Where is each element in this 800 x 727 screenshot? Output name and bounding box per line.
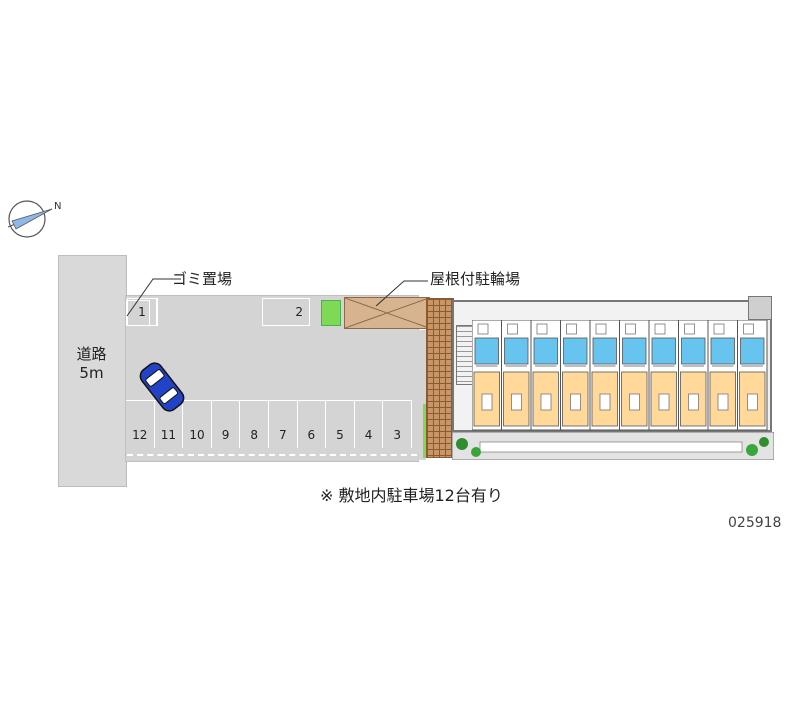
parking-note: ※ 敷地内駐車場12台有り [320, 486, 503, 505]
apartment-unit [648, 320, 679, 431]
leader-line [126, 278, 181, 317]
parking-lot-strip [416, 330, 426, 460]
apartment-unit [737, 320, 768, 431]
apartment-unit [472, 320, 502, 431]
slot-number: 11 [160, 428, 177, 442]
compass-icon: N [7, 200, 61, 238]
parking-slot: 9 [211, 400, 241, 448]
apartment-unit [560, 320, 591, 431]
apartment-unit [589, 320, 620, 431]
garbage-label: ゴミ置場 [172, 270, 233, 288]
apartment-unit [678, 320, 709, 431]
apartment-unit [707, 320, 738, 431]
slot-number: 9 [221, 428, 230, 442]
slot-number: 3 [393, 428, 401, 442]
slot-number: 5 [336, 428, 344, 442]
parking-slot: 6 [297, 400, 327, 448]
planting-box [321, 300, 341, 326]
planting-strip [452, 432, 774, 460]
road [58, 255, 127, 487]
slot-number: 1 [138, 305, 146, 319]
car-icon [139, 362, 185, 412]
road-label: 道路 5m [60, 345, 123, 383]
parking-slot-2: 2 [262, 298, 310, 326]
slot-number: 2 [295, 305, 303, 319]
bike-shelter-label: 屋根付駐輪場 [430, 270, 521, 288]
property-code: 025918 [728, 515, 782, 531]
parking-slot: 5 [326, 400, 355, 448]
apartment-unit [619, 320, 650, 431]
parking-slot: 7 [268, 400, 298, 448]
parking-slot: 4 [354, 400, 384, 448]
slot-number: 6 [307, 428, 316, 442]
slot-number: 8 [250, 428, 258, 442]
slot-dash-line [127, 454, 417, 456]
parking-slot: 3 [383, 400, 412, 448]
compass-letter: N [54, 201, 61, 212]
road-width: 5m [79, 364, 104, 382]
building-corner [748, 296, 772, 320]
parking-slot-row: 12 11 10 9 8 7 6 5 4 3 [126, 400, 412, 448]
brick-paving [426, 298, 454, 458]
green-border [423, 404, 426, 458]
slot-number: 10 [189, 428, 205, 442]
road-name: 道路 [76, 345, 107, 363]
slot-number: 7 [278, 428, 287, 442]
apartment-units [472, 320, 768, 431]
parking-slot: 10 [183, 400, 212, 448]
slot-number: 12 [132, 428, 148, 442]
slot-divider [157, 298, 158, 326]
parking-slot: 8 [240, 400, 269, 448]
leader-line [375, 280, 428, 307]
apartment-unit [530, 320, 561, 431]
parking-slot: 12 [126, 400, 155, 448]
apartment-unit [501, 320, 532, 431]
slot-number: 4 [364, 428, 373, 442]
